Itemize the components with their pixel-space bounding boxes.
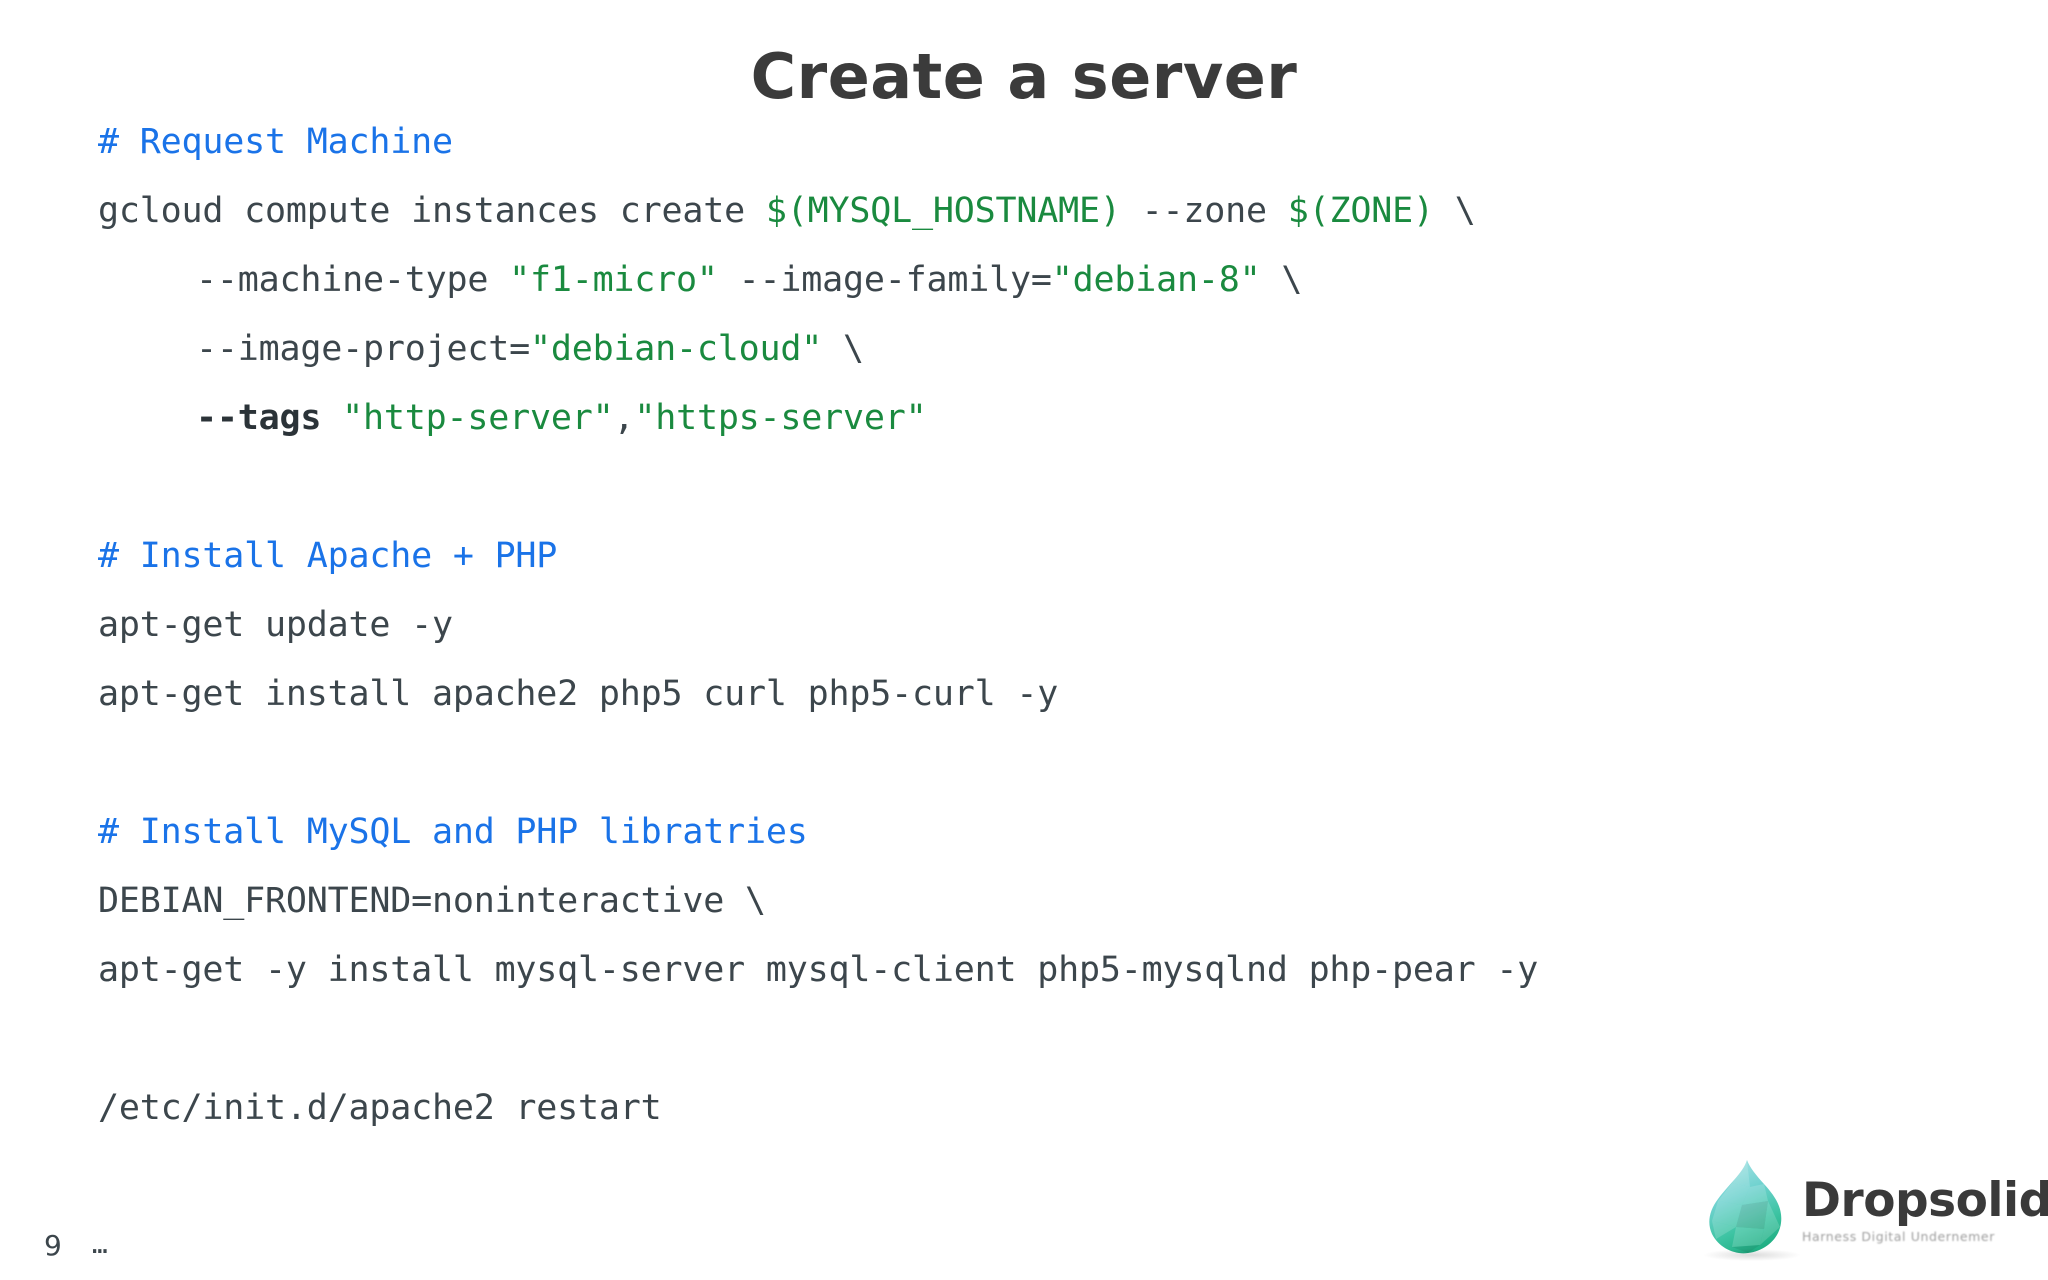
- code-token-plain: gcloud compute instances create: [98, 191, 766, 231]
- code-line-blank: [98, 1005, 1948, 1074]
- code-token-plain: apt-get install apache2 php5 curl php5-c…: [98, 674, 1059, 714]
- code-token-plain: --image-family=: [717, 260, 1052, 300]
- code-line: --image-project="debian-cloud" \: [98, 315, 1948, 384]
- logo-wordmark: Dropsolid: [1802, 1172, 2048, 1228]
- code-token-plain: DEBIAN_FRONTEND=noninteractive \: [98, 881, 766, 921]
- code-token-comment: # Request Machine: [98, 122, 453, 162]
- code-token-string: "https-server": [634, 398, 927, 438]
- code-line: apt-get update -y: [98, 591, 1948, 660]
- code-line: apt-get install apache2 php5 curl php5-c…: [98, 660, 1948, 729]
- code-token-plain: apt-get update -y: [98, 605, 453, 645]
- code-token-plain: \: [1260, 260, 1303, 300]
- code-token-plain: [321, 398, 342, 438]
- code-line: --tags "http-server","https-server": [98, 384, 1948, 453]
- code-token-var: $(MYSQL_HOSTNAME): [765, 191, 1121, 231]
- code-line: # Install MySQL and PHP libratries: [98, 798, 1948, 867]
- code-line: # Request Machine: [98, 108, 1948, 177]
- code-token-bold: --tags: [196, 398, 322, 438]
- code-token-plain: \: [822, 329, 864, 369]
- logo-tagline: Harness Digital Undernemer: [1802, 1228, 1995, 1244]
- page-title: Create a server: [750, 40, 1298, 113]
- code-token-plain: --machine-type: [196, 260, 510, 300]
- code-line: --machine-type "f1-micro" --image-family…: [98, 246, 1948, 315]
- code-token-string: "http-server": [342, 398, 614, 438]
- code-token-var: $(ZONE): [1287, 191, 1434, 231]
- code-token-comment: # Install Apache + PHP: [98, 536, 558, 576]
- code-line: /etc/init.d/apache2 restart: [98, 1074, 1948, 1143]
- code-token-string: "debian-8": [1051, 260, 1261, 300]
- code-token-string: "debian-cloud": [529, 329, 823, 369]
- dropsolid-logo: Dropsolid Harness Digital Undernemer: [1702, 1152, 2048, 1262]
- code-block: # Request Machine gcloud compute instance…: [98, 108, 1948, 1143]
- code-line-blank: [98, 729, 1948, 798]
- code-token-plain: apt-get -y install mysql-server mysql-cl…: [98, 950, 1539, 990]
- code-token-comment: # Install MySQL and PHP libratries: [98, 812, 808, 852]
- page-number: 9: [44, 1229, 62, 1262]
- code-token-plain: \: [1433, 191, 1476, 231]
- code-line: # Install Apache + PHP: [98, 522, 1948, 591]
- code-token-plain: --zone: [1120, 191, 1288, 231]
- logo-shadow: [1704, 1249, 1800, 1261]
- continuation-marker: …: [92, 1230, 108, 1260]
- code-line: gcloud compute instances create $(MYSQL_…: [98, 177, 1948, 246]
- code-line-blank: [98, 453, 1948, 522]
- logo-text: Dropsolid Harness Digital Undernemer: [1802, 1171, 2048, 1244]
- code-line: DEBIAN_FRONTEND=noninteractive \: [98, 867, 1948, 936]
- code-line: apt-get -y install mysql-server mysql-cl…: [98, 936, 1948, 1005]
- code-token-plain: --image-project=: [196, 329, 530, 369]
- code-token-string: "f1-micro": [509, 260, 718, 300]
- droplet-icon: [1702, 1157, 1800, 1261]
- code-token-plain: /etc/init.d/apache2 restart: [98, 1088, 662, 1128]
- code-token-plain: ,: [613, 398, 635, 438]
